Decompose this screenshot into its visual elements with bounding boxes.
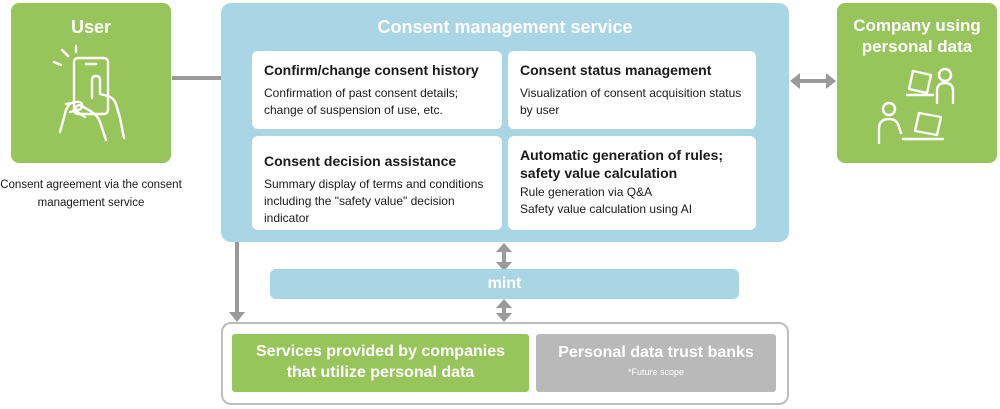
- user-title: User: [70, 17, 112, 37]
- trust-bank-box: Personal data trust banks *Future scope: [536, 334, 776, 392]
- card-body: Visualization of consent acquisition sta…: [520, 86, 742, 117]
- company-title-line: personal data: [861, 37, 973, 56]
- hand-touch-phone-icon: [52, 44, 126, 142]
- card-decision-assistance: Consent decision assistance Summary disp…: [252, 136, 502, 230]
- mint-bar: mint: [270, 269, 739, 299]
- mint-label: mint: [487, 275, 522, 292]
- trust-bank-note: *Future scope: [627, 367, 685, 377]
- card-body: Confirmation of past consent details; ch…: [264, 86, 459, 117]
- card-title: Automatic generation of rules; safety va…: [520, 147, 724, 181]
- user-box: User: [11, 3, 171, 163]
- people-at-computers-icon: [877, 67, 955, 145]
- consent-service-title: Consent management service: [377, 17, 633, 37]
- services-line: Services provided by companies: [256, 343, 505, 360]
- company-box: Company using personal data: [837, 3, 997, 163]
- card-consent-status: Consent status management Visualization …: [508, 51, 756, 129]
- card-confirm-change-history: Confirm/change consent history Confirmat…: [252, 51, 502, 129]
- trust-bank-title: Personal data trust banks: [558, 344, 754, 361]
- card-body: Summary display of terms and conditions …: [264, 177, 484, 225]
- card-title: Consent status management: [520, 62, 712, 78]
- services-line: that utilize personal data: [286, 364, 475, 381]
- card-title: Consent decision assistance: [264, 153, 457, 169]
- company-title-line: Company using: [853, 16, 981, 35]
- card-title: Confirm/change consent history: [264, 62, 479, 78]
- card-body-line: Rule generation via Q&A: [520, 185, 653, 199]
- card-body-line: Safety value calculation using AI: [520, 202, 693, 216]
- user-caption: Consent agreement via the consent manage…: [0, 179, 182, 209]
- services-box: Services provided by companies that util…: [232, 334, 529, 392]
- card-rule-generation: Automatic generation of rules; safety va…: [508, 136, 756, 230]
